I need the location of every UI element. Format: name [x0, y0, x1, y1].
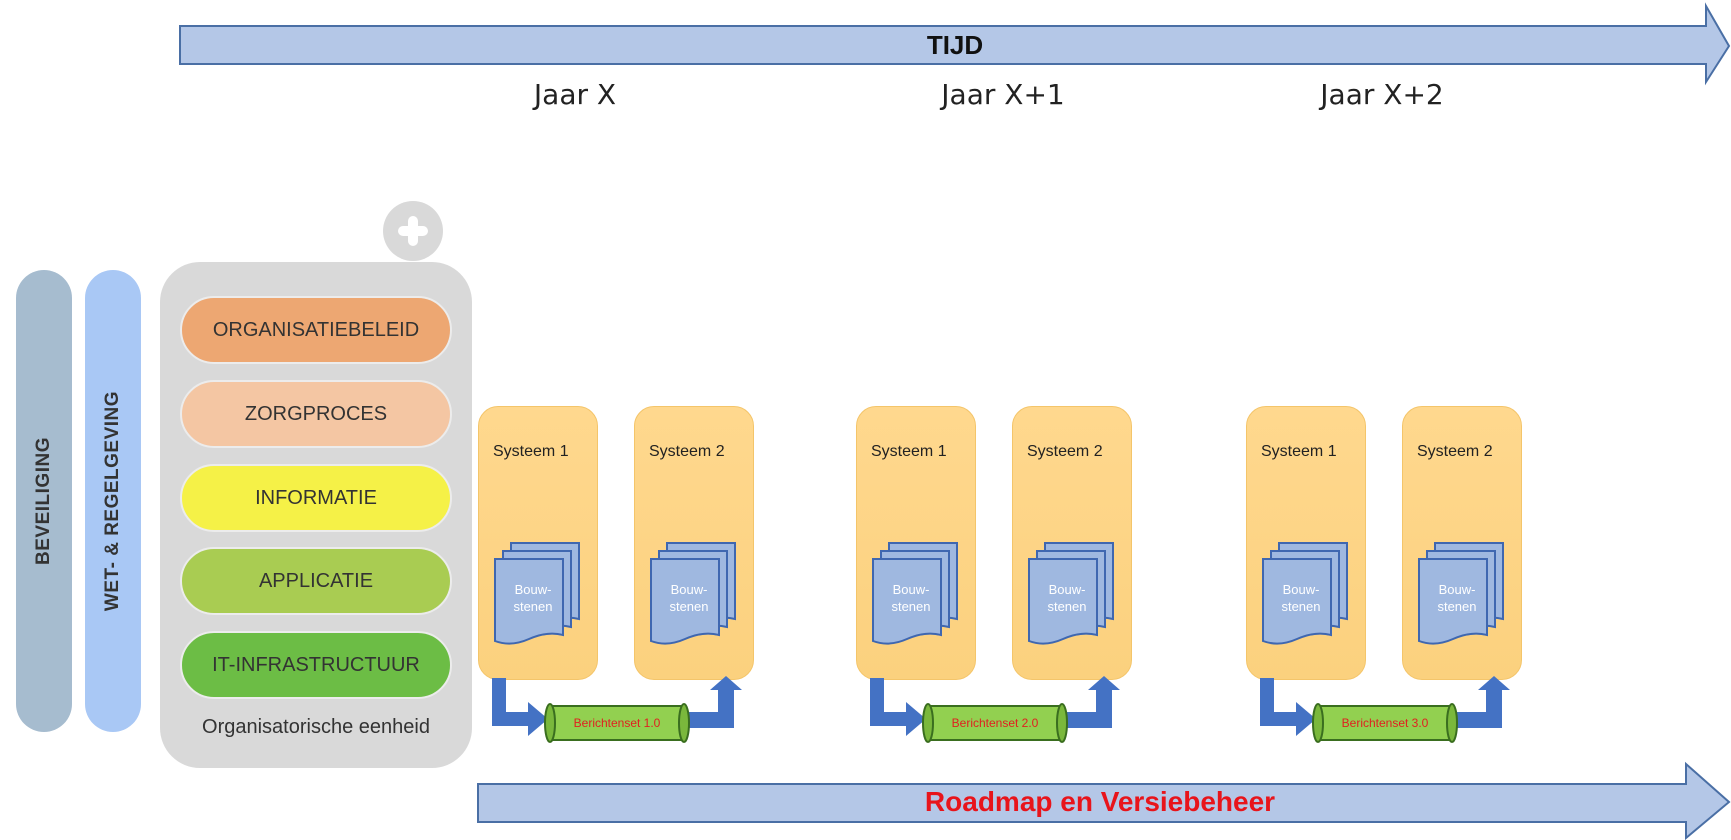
message-set-label: Berichtenset 2.0 — [951, 716, 1039, 730]
building-blocks-label: Bouw-stenen — [513, 582, 553, 614]
building-blocks-label: Bouw-stenen — [1437, 582, 1477, 614]
system-label: Systeem 2 — [1417, 443, 1493, 460]
beveiliging-label: BEVEILIGING — [33, 437, 54, 565]
building-blocks-label: Bouw-stenen — [891, 582, 931, 614]
year-label-2: Jaar X+1 — [941, 78, 1065, 111]
time-arrow — [179, 2, 1731, 86]
system-card-1-2: Systeem 2 Bouw-stenen — [634, 406, 754, 680]
layer-it-infrastructuur: IT-INFRASTRUCTUUR — [180, 631, 452, 699]
layer-applicatie: APPLICATIE — [180, 547, 452, 615]
building-blocks-label: Bouw-stenen — [1047, 582, 1087, 614]
building-blocks-icon: Bouw-stenen — [493, 541, 583, 651]
year-label-1: Jaar X — [533, 78, 617, 111]
year-label-3: Jaar X+2 — [1320, 78, 1444, 111]
roadmap-arrow — [477, 761, 1731, 840]
system-card-2-2: Systeem 2 Bouw-stenen — [1012, 406, 1132, 680]
exchange-connector — [492, 676, 742, 743]
building-blocks-icon: Bouw-stenen — [1417, 541, 1507, 651]
system-label: Systeem 1 — [871, 443, 947, 460]
system-card-2-1: Systeem 1 Bouw-stenen — [856, 406, 976, 680]
building-blocks-label: Bouw-stenen — [669, 582, 709, 614]
exchange-connector — [870, 676, 1120, 743]
organisation-caption: Organisatorische eenheid — [202, 716, 430, 738]
layer-zorgproces: ZORGPROCES — [180, 380, 452, 448]
roadmap-label: Roadmap en Versiebeheer — [924, 786, 1276, 817]
message-set-label: Berichtenset 1.0 — [573, 716, 661, 730]
system-label: Systeem 1 — [1261, 443, 1337, 460]
building-blocks-label: Bouw-stenen — [1281, 582, 1321, 614]
system-card-3-2: Systeem 2 Bouw-stenen — [1402, 406, 1522, 680]
layer-organisatiebeleid: ORGANISATIEBELEID — [180, 296, 452, 364]
system-card-1-1: Systeem 1 Bouw-stenen — [478, 406, 598, 680]
system-card-3-1: Systeem 1 Bouw-stenen — [1246, 406, 1366, 680]
building-blocks-icon: Bouw-stenen — [1261, 541, 1351, 651]
building-blocks-icon: Bouw-stenen — [649, 541, 739, 651]
plus-icon — [383, 201, 443, 261]
time-arrow-label: TIJD — [926, 30, 984, 60]
beveiliging-bar: BEVEILIGING — [16, 270, 72, 732]
system-label: Systeem 1 — [493, 443, 569, 460]
system-label: Systeem 2 — [1027, 443, 1103, 460]
wet-regelgeving-label: WET- & REGELGEVING — [102, 390, 123, 612]
building-blocks-icon: Bouw-stenen — [871, 541, 961, 651]
message-set-label: Berichtenset 3.0 — [1341, 716, 1429, 730]
layer-informatie: INFORMATIE — [180, 464, 452, 532]
building-blocks-icon: Bouw-stenen — [1027, 541, 1117, 651]
system-label: Systeem 2 — [649, 443, 725, 460]
exchange-connector — [1260, 676, 1510, 743]
wet-regelgeving-bar: WET- & REGELGEVING — [85, 270, 141, 732]
